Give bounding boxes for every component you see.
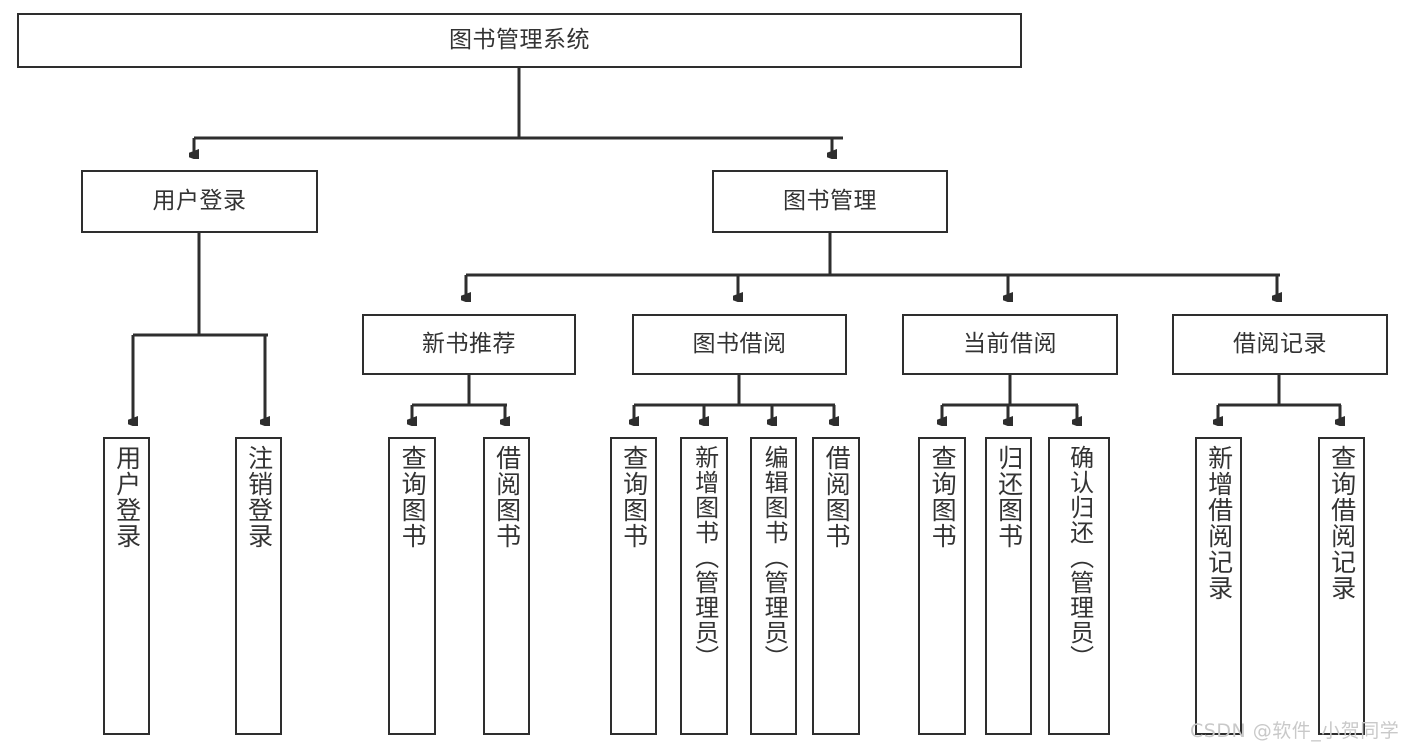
leaf-query-book-recommend-label: 查询图书 <box>398 445 428 549</box>
leaf-query-book-current[interactable]: 查询图书 <box>918 437 966 735</box>
node-new-book-recommend-label: 新书推荐 <box>422 331 516 358</box>
leaf-add-borrow-record[interactable]: 新增借阅记录 <box>1195 437 1242 735</box>
leaf-edit-book-admin-label: 编辑图书（管理员） <box>760 445 789 670</box>
node-book-borrow-label: 图书借阅 <box>692 331 787 358</box>
node-root[interactable]: 图书管理系统 <box>17 13 1022 68</box>
leaf-borrow-book-recommend[interactable]: 借阅图书 <box>483 437 530 735</box>
leaf-add-book-admin-label: 新增图书（管理员） <box>690 445 719 670</box>
leaf-user-logout[interactable]: 注销登录 <box>235 437 282 735</box>
node-book-management[interactable]: 图书管理 <box>712 170 948 233</box>
node-borrow-record-label: 借阅记录 <box>1233 331 1327 358</box>
node-book-borrow[interactable]: 图书借阅 <box>632 314 847 375</box>
leaf-confirm-return-admin-label: 确认归还（管理员） <box>1065 445 1094 670</box>
leaf-return-book-label: 归还图书 <box>994 445 1024 549</box>
node-user-login[interactable]: 用户登录 <box>81 170 318 233</box>
node-new-book-recommend[interactable]: 新书推荐 <box>362 314 576 375</box>
leaf-borrow-book-recommend-label: 借阅图书 <box>492 445 522 549</box>
leaf-query-borrow-record-label: 查询借阅记录 <box>1327 445 1357 601</box>
node-borrow-record[interactable]: 借阅记录 <box>1172 314 1388 375</box>
leaf-confirm-return-admin[interactable]: 确认归还（管理员） <box>1048 437 1110 735</box>
node-root-label: 图书管理系统 <box>449 27 590 54</box>
leaf-user-logout-label: 注销登录 <box>244 445 274 549</box>
csdn-watermark: CSDN @软件_小贺同学 <box>1190 720 1400 742</box>
leaf-return-book[interactable]: 归还图书 <box>985 437 1032 735</box>
leaf-query-book-current-label: 查询图书 <box>928 445 958 549</box>
leaf-query-borrow-record[interactable]: 查询借阅记录 <box>1318 437 1365 735</box>
leaf-borrow-book[interactable]: 借阅图书 <box>812 437 860 735</box>
leaf-add-book-admin[interactable]: 新增图书（管理员） <box>680 437 728 735</box>
node-book-management-label: 图书管理 <box>783 188 877 215</box>
leaf-query-book-borrow-label: 查询图书 <box>619 445 649 549</box>
leaf-borrow-book-label: 借阅图书 <box>822 445 852 549</box>
leaf-edit-book-admin[interactable]: 编辑图书（管理员） <box>750 437 797 735</box>
leaf-add-borrow-record-label: 新增借阅记录 <box>1204 445 1234 601</box>
node-user-login-label: 用户登录 <box>152 188 247 215</box>
leaf-user-login-label: 用户登录 <box>112 445 142 549</box>
leaf-query-book-recommend[interactable]: 查询图书 <box>388 437 436 735</box>
node-current-borrow-label: 当前借阅 <box>963 331 1057 358</box>
leaf-query-book-borrow[interactable]: 查询图书 <box>610 437 657 735</box>
node-current-borrow[interactable]: 当前借阅 <box>902 314 1118 375</box>
leaf-user-login[interactable]: 用户登录 <box>103 437 150 735</box>
